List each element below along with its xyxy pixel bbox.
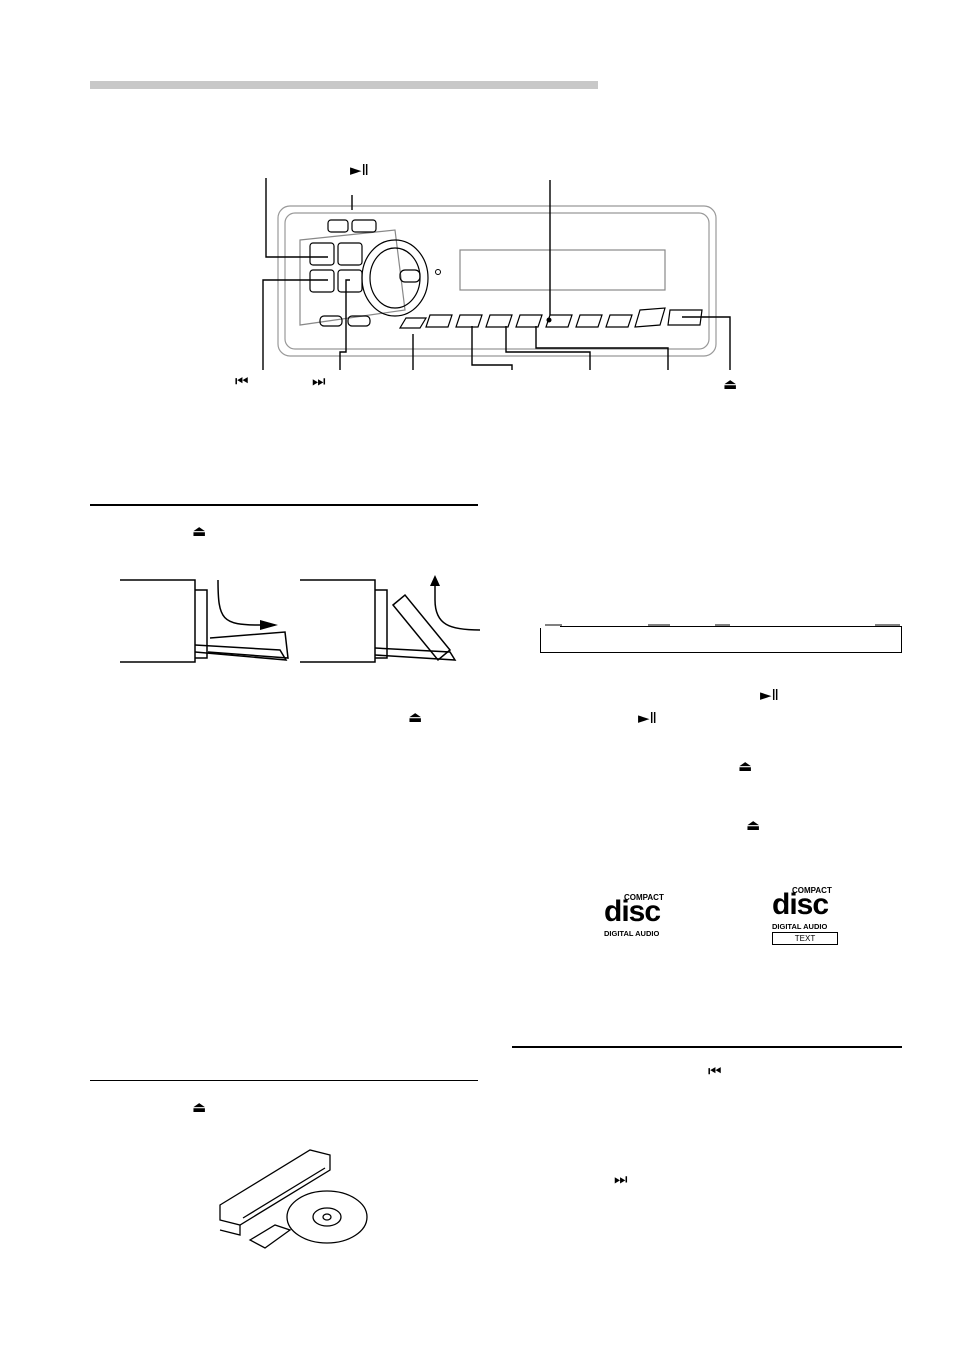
label-next-track: ⏭ <box>312 372 326 390</box>
logo-digital-audio-text-2: DIGITAL AUDIO <box>772 922 828 931</box>
next-track-icon: ⏭ <box>614 1170 628 1188</box>
logo-disc-text: disc <box>604 895 661 928</box>
faceplate-diagram <box>262 178 731 370</box>
logo-disc-text-2: disc <box>772 888 829 921</box>
display-indicator-bar <box>540 624 902 653</box>
play-pause-icon-2: ►Ⅱ <box>638 709 657 727</box>
eject-icon-1: ⏏ <box>192 522 207 540</box>
eject-icon-3: ⏏ <box>192 1098 207 1116</box>
logo-compact-text: COMPACT <box>624 893 664 902</box>
label-play-pause: ►Ⅱ <box>350 161 369 179</box>
cd-insertion-illustration <box>219 1149 368 1249</box>
left-section-rule-2 <box>90 1080 478 1081</box>
label-prev-track: ⏮ <box>235 372 249 390</box>
prev-track-icon: ⏮ <box>708 1062 722 1080</box>
play-pause-icon-1: ►Ⅱ <box>760 686 779 704</box>
section-heading-bar <box>90 81 598 89</box>
left-section-rule-1 <box>90 504 478 506</box>
right-section-rule <box>512 1046 902 1048</box>
label-eject: ⏏ <box>723 375 738 393</box>
faceplate-detach-diagram <box>120 575 481 663</box>
compact-disc-logo: COMPACT disc DIGITAL AUDIO <box>602 893 674 938</box>
logo-digital-audio-text: DIGITAL AUDIO <box>604 929 660 938</box>
logo-compact-text-2: COMPACT <box>792 886 832 895</box>
compact-disc-text-logo: COMPACT disc DIGITAL AUDIO TEXT <box>770 886 842 946</box>
eject-icon-5: ⏏ <box>746 816 761 834</box>
logo-text-badge: TEXT <box>772 932 838 945</box>
eject-icon-2: ⏏ <box>408 708 423 726</box>
eject-icon-4: ⏏ <box>738 757 753 775</box>
